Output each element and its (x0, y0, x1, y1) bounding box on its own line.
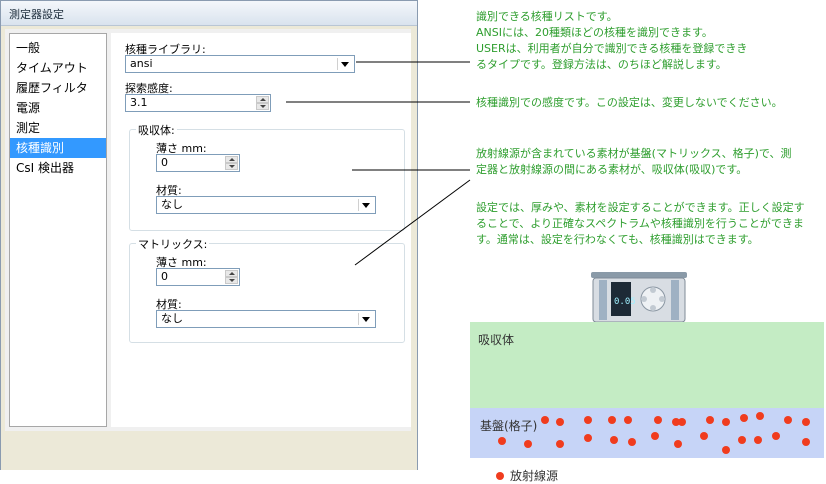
note-line: 放射線源が含まれている素材が基盤(マトリックス、格子)で、測 (476, 147, 792, 160)
dialog-footer (1, 433, 417, 470)
note-line: す。通常は、設定を行わなくても、核種識別はできます。 (476, 233, 759, 246)
note-library: 識別できる核種リストです。 ANSIには、20種類ほどの核種を識別できます。 U… (476, 9, 747, 73)
radiation-source-dot (756, 412, 764, 420)
radiation-source-dot (674, 440, 682, 448)
radiation-source-dot (654, 416, 662, 424)
matrix-material-select[interactable]: なし (156, 310, 376, 328)
note-settings: 設定では、厚みや、素材を設定することができます。正しく設定す ることで、より正確… (476, 200, 805, 248)
source-legend-dot (496, 472, 504, 480)
category-csi-detector[interactable]: CsI 検出器 (16, 161, 74, 175)
spin-up-icon[interactable] (225, 156, 238, 163)
radiation-source-dot (722, 446, 730, 454)
nuclide-id-panel: 核種ライブラリ: ansi 探索感度: 3.1 吸収体: 薄さ mm: 0 材質… (111, 33, 411, 427)
spin-down-icon[interactable] (256, 103, 269, 110)
window-title: 測定器設定 (9, 8, 64, 21)
radiation-source-dot (541, 416, 549, 424)
sensitivity-stepper[interactable]: 3.1 (125, 94, 271, 112)
sensitivity-value: 3.1 (130, 96, 148, 109)
category-general[interactable]: 一般 (16, 41, 41, 55)
substrate-layer-label: 基盤(格子) (480, 419, 538, 433)
matrix-thickness-stepper[interactable]: 0 (156, 268, 240, 286)
note-sensitivity: 核種識別での感度です。この設定は、変更しないでください。 (476, 95, 783, 111)
absorber-material-value: なし (161, 198, 183, 211)
absorber-legend: 吸収体: (136, 122, 177, 138)
device-reading: 0.05 (614, 297, 636, 307)
note-line: ANSIには、20種類ほどの核種を識別できます。 (476, 26, 713, 39)
radiation-source-dot (700, 432, 708, 440)
note-line: 識別できる核種リストです。 (476, 10, 618, 23)
library-value: ansi (130, 57, 153, 70)
settings-dialog: 測定器設定 一般 タイムアウト 履歴フィルタ 電源 測定 核種識別 CsI 検出… (0, 0, 418, 470)
absorber-material-select[interactable]: なし (156, 196, 376, 214)
radiation-source-dot (738, 436, 746, 444)
library-label: 核種ライブラリ: (125, 43, 206, 56)
note-line: USERは、利用者が自分で識別できる核種を登録できき (476, 42, 748, 55)
absorber-material-label: 材質: (156, 184, 182, 197)
category-measurement[interactable]: 測定 (16, 121, 41, 135)
radiation-source-dot (628, 438, 636, 446)
chevron-down-icon (337, 58, 352, 70)
radiation-source-dot (678, 418, 686, 426)
radiation-source-dot (802, 438, 810, 446)
radiation-source-dot (672, 418, 680, 426)
radiation-source-dot (784, 416, 792, 424)
note-absorber: 放射線源が含まれている素材が基盤(マトリックス、格子)で、測 定器と放射線源の間… (476, 146, 791, 178)
radiation-source-dot (610, 436, 618, 444)
matrix-material-label: 材質: (156, 298, 182, 311)
note-line: 定器と放射線源の間にある素材が、吸収体(吸収)です。 (476, 163, 748, 176)
radiation-source-dot (556, 440, 564, 448)
absorber-layer (470, 322, 824, 408)
detector-device-icon: 0.05 (591, 272, 687, 322)
radiation-source-dot (754, 436, 762, 444)
sensitivity-label: 探索感度: (125, 82, 173, 95)
note-line: るタイプです。登録方法は、のちほど解説します。 (476, 58, 727, 71)
dialog-client: 一般 タイムアウト 履歴フィルタ 電源 測定 核種識別 CsI 検出器 核種ライ… (5, 29, 411, 431)
radiation-source-dot (624, 416, 632, 424)
radiation-source-dot (498, 437, 506, 445)
category-history-filter[interactable]: 履歴フィルタ (16, 81, 88, 95)
radiation-source-dot (740, 414, 748, 422)
spin-down-icon[interactable] (225, 163, 238, 170)
category-timeout[interactable]: タイムアウト (16, 61, 88, 75)
spin-up-icon[interactable] (256, 96, 269, 103)
radiation-source-dot (556, 418, 564, 426)
absorber-thickness-label: 薄さ mm: (156, 142, 207, 155)
radiation-source-dot (584, 416, 592, 424)
matrix-thickness-label: 薄さ mm: (156, 256, 207, 269)
absorber-thickness-stepper[interactable]: 0 (156, 154, 240, 172)
matrix-group: マトリックス: 薄さ mm: 0 材質: なし (129, 236, 405, 343)
radiation-source-dot (706, 416, 714, 424)
category-power[interactable]: 電源 (16, 101, 41, 115)
library-select[interactable]: ansi (125, 55, 355, 73)
spin-up-icon[interactable] (225, 270, 238, 277)
matrix-material-value: なし (161, 312, 183, 325)
source-legend-label: 放射線源 (510, 469, 559, 483)
note-line: 設定では、厚みや、素材を設定することができます。正しく設定す (476, 201, 805, 214)
radiation-source-dot (651, 432, 659, 440)
absorber-group: 吸収体: 薄さ mm: 0 材質: なし (129, 122, 405, 231)
chevron-down-icon (358, 313, 373, 325)
category-nuclide-id[interactable]: 核種識別 (10, 138, 106, 158)
absorber-thickness-value: 0 (161, 156, 168, 169)
title-bar[interactable]: 測定器設定 (1, 1, 417, 26)
callout-line-matrix (354, 179, 471, 266)
radiation-source-dot (524, 440, 532, 448)
settings-category-list: 一般 タイムアウト 履歴フィルタ 電源 測定 核種識別 CsI 検出器 (9, 33, 107, 427)
note-line: 核種識別での感度です。この設定は、変更しないでください。 (476, 96, 783, 109)
radiation-source-dot (584, 434, 592, 442)
matrix-legend: マトリックス: (136, 236, 210, 252)
chevron-down-icon (358, 199, 373, 211)
radiation-source-dot (772, 432, 780, 440)
spin-down-icon[interactable] (225, 277, 238, 284)
radiation-source-dot (802, 418, 810, 426)
matrix-thickness-value: 0 (161, 270, 168, 283)
note-line: ることで、より正確なスペクトラムや核種識別を行うことができま (476, 217, 804, 230)
absorber-layer-label: 吸収体 (478, 333, 515, 347)
radiation-source-dot (722, 418, 730, 426)
radiation-source-dot (608, 416, 616, 424)
substrate-layer (470, 408, 824, 458)
